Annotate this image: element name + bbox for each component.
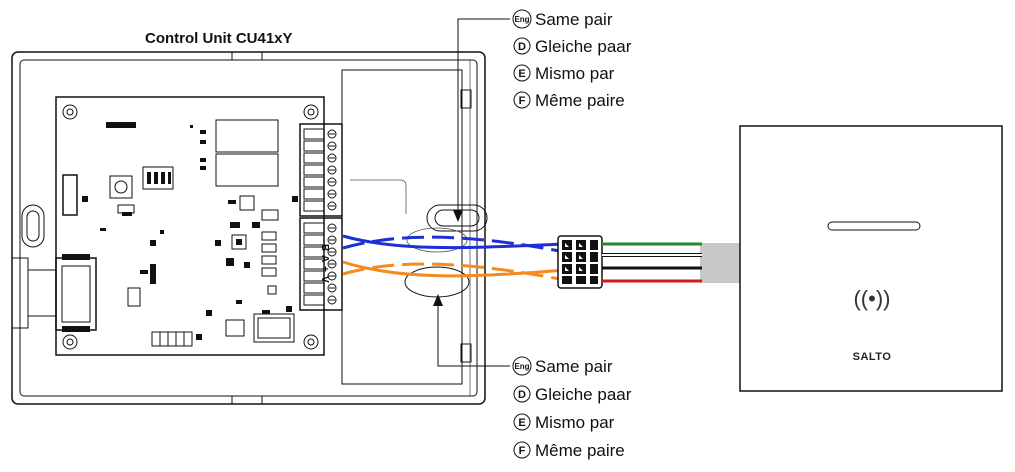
terminal-screw [327, 129, 337, 139]
terminal-screw [327, 201, 337, 211]
terminal-block-lower [299, 217, 343, 311]
callout-text-eng: Same pair [535, 357, 613, 376]
reader-brand: SALTO [853, 351, 892, 363]
dip-switch [142, 166, 174, 190]
terminal-slot [303, 176, 325, 188]
callout-top-de: D Gleiche paar [513, 37, 632, 56]
push-button [109, 175, 133, 199]
terminal-slot [303, 200, 325, 212]
language-badge-f: F [519, 95, 526, 107]
terminal-screw [327, 295, 337, 305]
terminal-labels: B A + V [319, 244, 330, 283]
terminal-screw [327, 223, 337, 233]
callout-top-es: E Mismo par [513, 64, 615, 83]
salto-reader: ((•)) SALTO [739, 125, 1003, 392]
callout-text-fr: Même paire [535, 91, 625, 110]
relay [215, 119, 279, 153]
relay [215, 153, 279, 187]
language-badge-eng: Eng [514, 15, 529, 24]
callout-text-es: Mismo par [535, 64, 615, 83]
terminal-block-upper [299, 123, 343, 217]
language-badge-e: E [518, 68, 525, 80]
cable-grommet [404, 204, 488, 298]
control-unit-title: Control Unit CU41xY [145, 30, 293, 47]
terminal-slot [303, 246, 325, 258]
terminal-slot [303, 164, 325, 176]
reader-cable [602, 242, 740, 283]
contactless-icon: ((•)) [853, 286, 890, 311]
splice-connector [557, 235, 603, 289]
control-unit-enclosure [11, 51, 486, 405]
pcb-board [55, 96, 325, 356]
mounting-hole [62, 104, 319, 350]
callout-bottom-eng: Eng Same pair [512, 356, 613, 376]
battery-holder [62, 174, 78, 216]
smd-components [82, 125, 298, 340]
callout-leader-top [453, 18, 510, 222]
terminal-label-v: V [319, 276, 330, 283]
terminal-slot [303, 234, 325, 246]
twisted-pair-orange [342, 260, 566, 282]
terminal-slot [303, 152, 325, 164]
terminal-slot [303, 282, 325, 294]
terminal-screw [327, 177, 337, 187]
terminal-label-a: A [319, 255, 330, 262]
terminal-slot [303, 222, 325, 234]
dc-regulator [253, 313, 295, 343]
callout-text-de: Gleiche paar [535, 385, 632, 404]
callout-text-es: Mismo par [535, 413, 615, 432]
language-badge-e: E [518, 417, 525, 429]
language-badge-eng: Eng [514, 362, 529, 371]
callout-bottom-fr: F Même paire [513, 441, 625, 460]
language-badge-f: F [519, 445, 526, 457]
language-badge-d: D [518, 41, 526, 53]
terminal-screw [327, 259, 337, 269]
callout-leader-bottom [433, 294, 510, 367]
terminal-slot [303, 270, 325, 282]
terminal-slot [303, 128, 325, 140]
terminal-screw [327, 235, 337, 245]
terminal-slot [303, 140, 325, 152]
callout-text-eng: Same pair [535, 10, 613, 29]
terminal-label-b: B [319, 244, 330, 251]
pin-header-bottom [151, 331, 193, 347]
terminal-slot [303, 294, 325, 306]
terminal-screw [327, 153, 337, 163]
callout-bottom: Eng Same pair D Gleiche paar E Mismo par… [512, 356, 632, 460]
callout-bottom-de: D Gleiche paar [513, 385, 632, 404]
callout-top: Eng Same pair D Gleiche paar E Mismo par… [512, 9, 632, 110]
terminal-screw [327, 141, 337, 151]
callout-top-eng: Eng Same pair [512, 9, 613, 29]
terminal-label-plus: + [319, 266, 330, 272]
terminal-screw [327, 165, 337, 175]
terminal-screw [327, 189, 337, 199]
callout-top-fr: F Même paire [513, 91, 625, 110]
terminal-screw [327, 271, 337, 281]
language-badge-d: D [518, 389, 526, 401]
callout-bottom-es: E Mismo par [513, 413, 615, 432]
terminal-screw [327, 283, 337, 293]
terminal-slot [303, 258, 325, 270]
terminal-screw [327, 247, 337, 257]
pin-header-top [106, 122, 136, 128]
rj45-connector [55, 254, 97, 332]
callout-text-de: Gleiche paar [535, 37, 632, 56]
terminal-slot [303, 188, 325, 200]
twisted-pair-blue [342, 234, 566, 254]
callout-text-fr: Même paire [535, 441, 625, 460]
